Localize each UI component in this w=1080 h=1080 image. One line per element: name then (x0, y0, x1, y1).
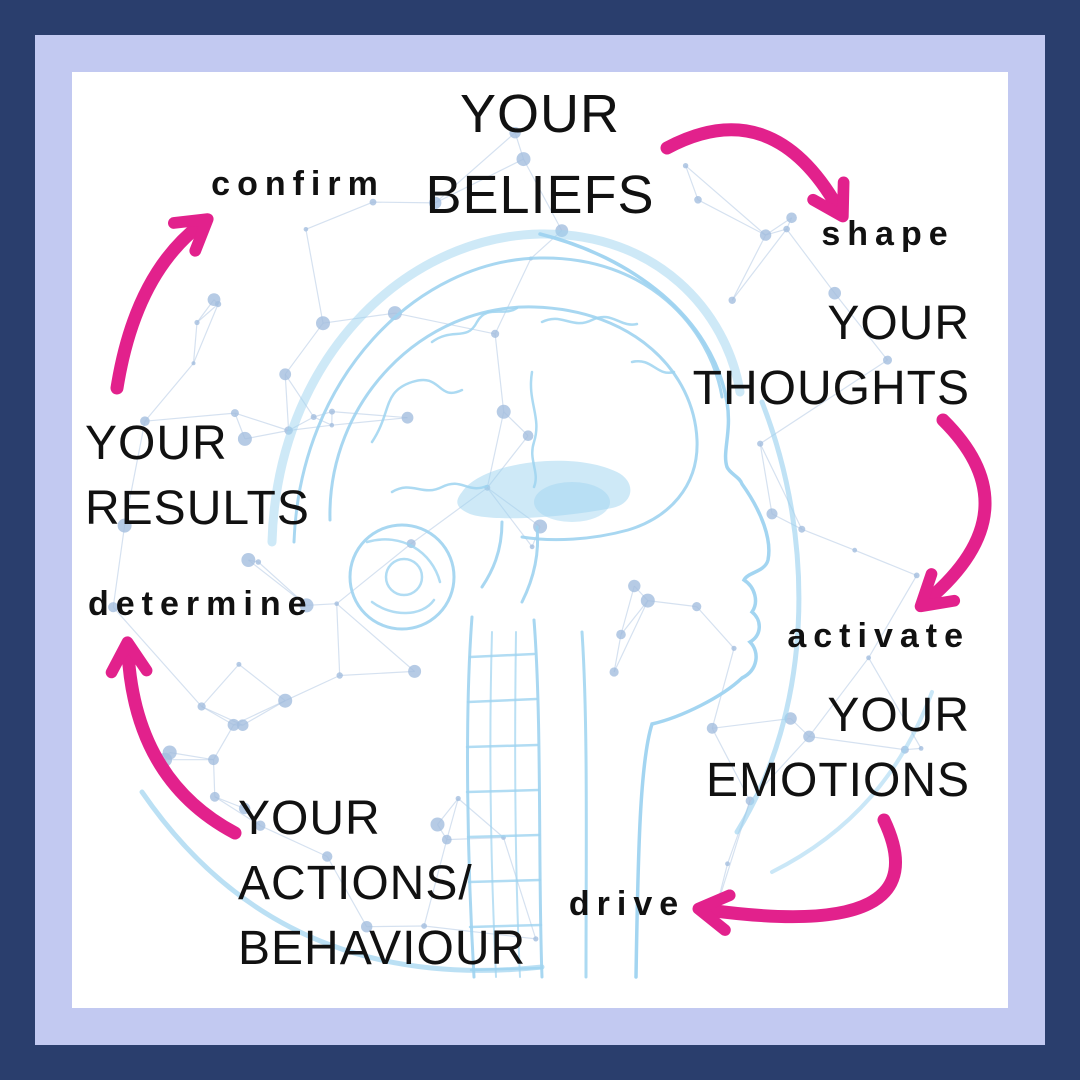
node-emotions-line-1: YOUR (827, 689, 970, 742)
node-thoughts: YOUR THOUGHTS (693, 292, 970, 422)
cycle-arrows (105, 123, 992, 936)
node-emotions-line-2: EMOTIONS (705, 753, 970, 807)
arrow-emotions-to-actions (692, 813, 902, 936)
node-actions-line-2: ACTIONS/ (238, 856, 473, 910)
arrow-thoughts-to-emotions (914, 413, 992, 613)
node-actions-behaviour: YOUR ACTIONS/ BEHAVIOUR (238, 787, 526, 981)
arrow-actions-to-results (105, 636, 242, 840)
node-actions-line-3: BEHAVIOUR (238, 921, 527, 975)
node-results: YOUR RESULTS (85, 412, 310, 542)
node-thoughts-line-1: YOUR (827, 297, 970, 350)
arrow-results-to-beliefs (110, 213, 214, 395)
brain-network-illustration (108, 127, 934, 979)
node-beliefs-line-2: BELIEFS (425, 165, 655, 225)
content-area: YOUR BELIEFS YOUR THOUGHTS YOUR EMOTIONS… (72, 72, 1008, 1008)
node-results-line-1: YOUR (85, 417, 228, 470)
connector-label-confirm: confirm (211, 165, 385, 203)
inner-frame: YOUR BELIEFS YOUR THOUGHTS YOUR EMOTIONS… (35, 35, 1045, 1045)
node-actions-line-1: YOUR (238, 792, 381, 845)
node-thoughts-line-2: THOUGHTS (692, 361, 970, 415)
node-emotions: YOUR EMOTIONS (706, 684, 970, 814)
connector-label-drive: drive (568, 885, 686, 923)
brain-profile-icon (139, 229, 934, 979)
node-beliefs: YOUR BELIEFS (72, 74, 1008, 236)
connector-label-shape: shape (821, 215, 955, 253)
connector-label-activate: activate (787, 617, 970, 655)
connector-label-determine: determine (88, 585, 314, 623)
network-mesh-icon (108, 127, 924, 942)
arrow-beliefs-to-thoughts (660, 123, 850, 223)
node-beliefs-line-1: YOUR (459, 84, 620, 144)
node-results-line-2: RESULTS (85, 481, 310, 535)
